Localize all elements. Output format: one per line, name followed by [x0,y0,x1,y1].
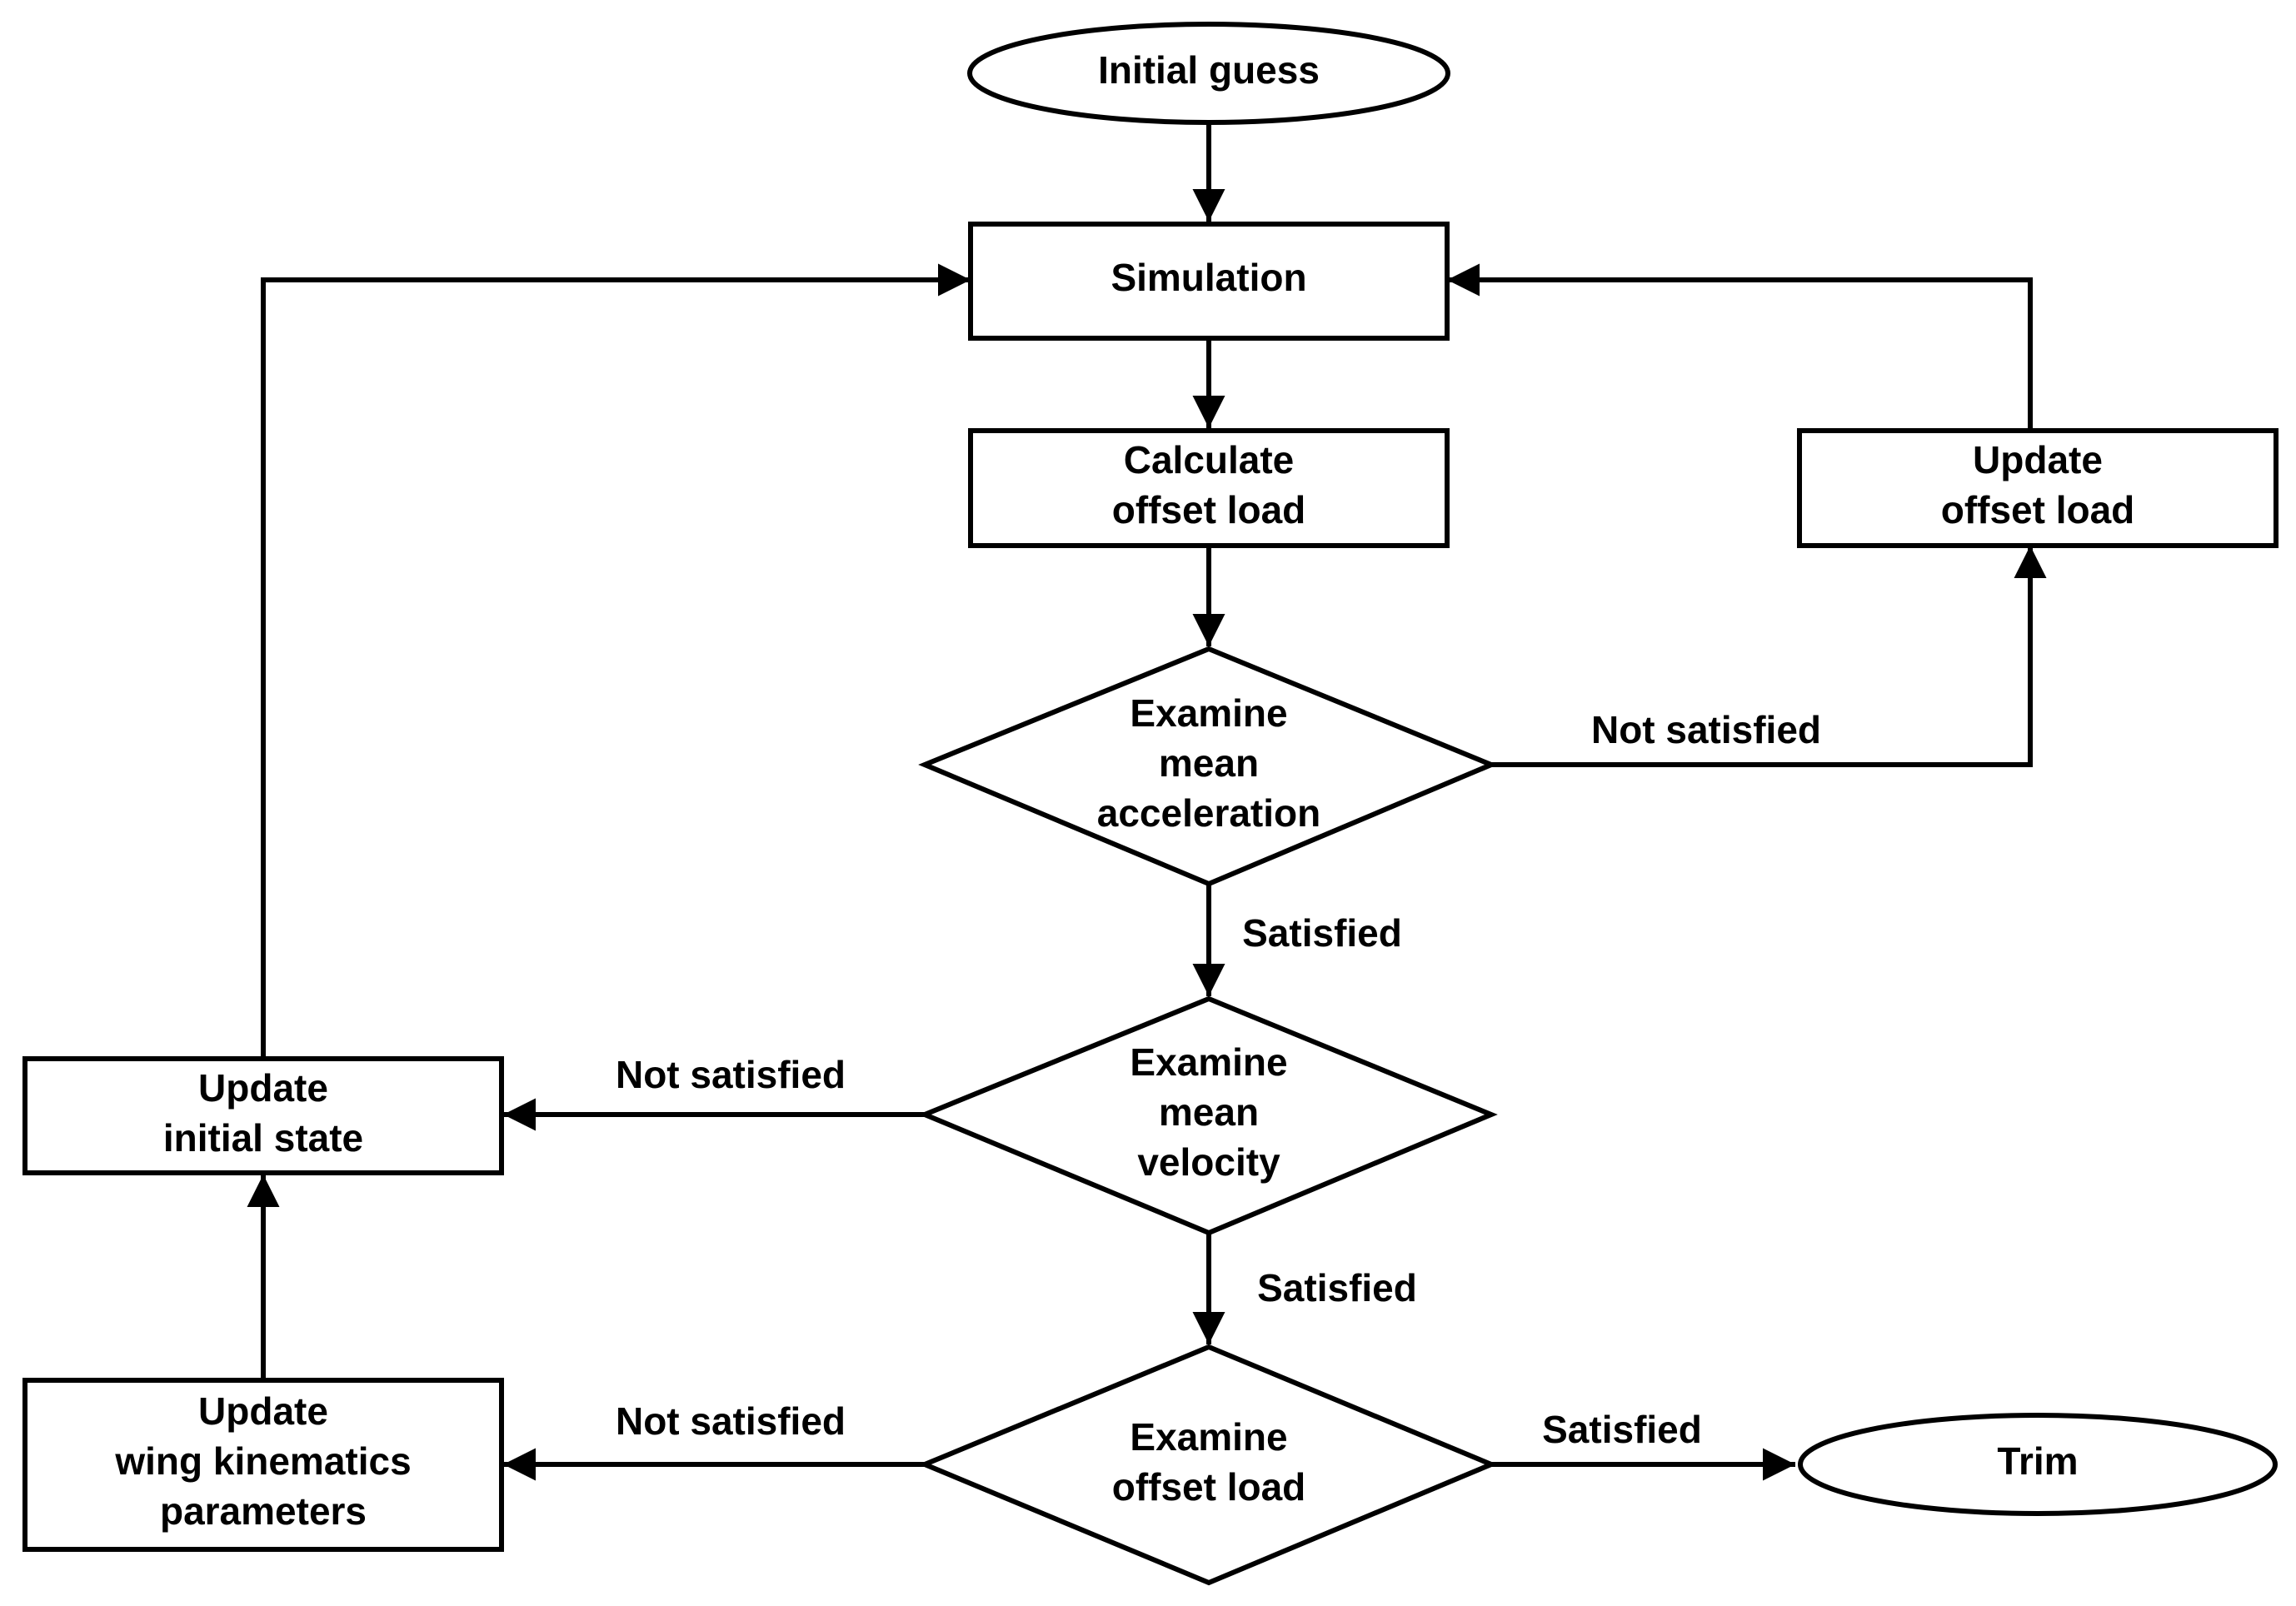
update-wing-line-1: Update [198,1389,328,1433]
node-examine-offset: Examine offset load [918,1344,1498,1586]
node-examine-vel: Examine mean velocity [918,995,1498,1236]
update-initial-line-1: Update [198,1066,328,1110]
trim-terminal [1798,1413,2278,1516]
update-initial-line-2: initial state [163,1116,363,1160]
examine-accel-line-3: acceleration [1097,791,1320,835]
examine-vel-line-3: velocity [1137,1140,1280,1184]
edge-labels: Not satisfied Satisfied Not satisfied Sa… [616,708,1821,1451]
start-terminal [967,22,1450,125]
examine-offset-line-2: offset load [1112,1465,1306,1509]
simulation-box [968,222,1450,341]
update-wing-line-2: wing kinematics [114,1439,411,1483]
node-calc-offset: Calculate offset load [968,428,1450,548]
node-trim: Trim [1798,1413,2278,1516]
edge-label-offset-not-satisfied: Not satisfied [616,1399,846,1443]
node-update-initial: Update initial state [22,1056,504,1175]
update-wing-line-3: parameters [160,1489,367,1533]
node-start: Initial guess [967,22,1450,125]
calc-offset-line-2: offset load [1112,488,1306,531]
edge-label-accel-satisfied: Satisfied [1242,911,1402,955]
examine-vel-diamond [918,995,1498,1236]
calc-offset-box [968,428,1450,548]
update-offset-box [1797,428,2279,548]
examine-vel-line-1: Examine [1130,1040,1287,1084]
edge-label-vel-not-satisfied: Not satisfied [616,1053,846,1096]
node-update-wing: Update wing kinematics parameters [22,1378,504,1552]
update-offset-line-2: offset load [1941,488,2135,531]
edge-update-initial-to-simulation [261,263,971,1056]
node-examine-accel: Examine mean acceleration [918,646,1498,887]
examine-offset-line-1: Examine [1130,1415,1287,1459]
edge-label-offset-satisfied: Satisfied [1542,1408,1702,1451]
edge-update-offset-to-simulation [1447,263,2033,428]
examine-accel-line-1: Examine [1130,691,1287,735]
start-label: Initial guess [1098,48,1320,92]
simulation-label: Simulation [1111,256,1306,299]
node-simulation: Simulation [968,222,1450,341]
edge-examine-accel-to-update-offset [1491,546,2047,767]
examine-vel-line-2: mean [1159,1090,1259,1134]
calc-offset-line-1: Calculate [1124,438,1295,481]
examine-offset-diamond [918,1344,1498,1586]
edges [247,123,2047,1481]
node-update-offset: Update offset load [1797,428,2279,548]
examine-accel-diamond [918,646,1498,887]
update-initial-box [22,1056,504,1175]
update-offset-line-1: Update [1973,438,2103,481]
edge-label-accel-not-satisfied: Not satisfied [1591,708,1821,751]
examine-accel-line-2: mean [1159,741,1259,785]
edge-label-vel-satisfied: Satisfied [1257,1266,1417,1309]
update-wing-box [22,1378,504,1552]
trim-label: Trim [1997,1439,2078,1483]
